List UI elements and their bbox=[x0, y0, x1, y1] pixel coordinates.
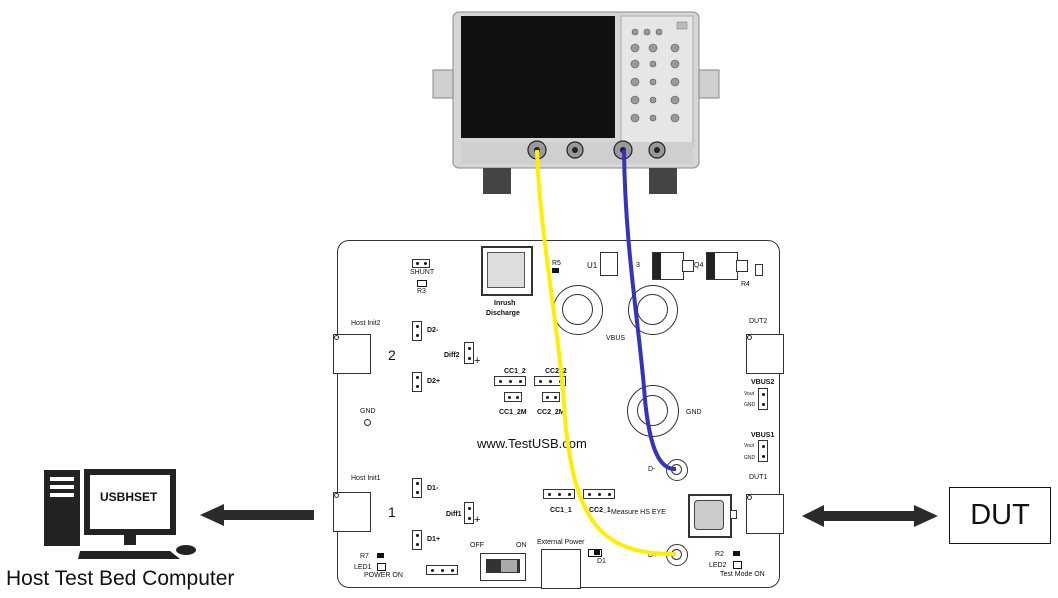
led2-label: LED2 bbox=[709, 562, 727, 569]
oscilloscope bbox=[432, 11, 720, 194]
cc1-2m-header bbox=[504, 392, 522, 402]
q4-label: Q4 bbox=[694, 262, 704, 269]
host-init2-connector bbox=[333, 334, 371, 374]
dminus-label: D- bbox=[648, 466, 656, 473]
cc1-2-label: CC1_2 bbox=[504, 368, 526, 375]
host-computer-icon bbox=[44, 469, 196, 559]
host-init2-label: Host Init2 bbox=[351, 320, 381, 327]
discharge-label: Discharge bbox=[486, 310, 520, 317]
u1-label: U1 bbox=[587, 261, 598, 270]
off-label: OFF bbox=[470, 542, 484, 549]
shunt-header bbox=[412, 259, 430, 268]
dut1-connector bbox=[746, 494, 784, 534]
diff1-header bbox=[464, 502, 474, 524]
inrush-label: Inrush bbox=[494, 300, 516, 307]
r4-label: R4 bbox=[741, 281, 750, 288]
vbus2-gnd: GND bbox=[744, 402, 756, 408]
host-arrow bbox=[200, 504, 314, 526]
inrush-button bbox=[481, 246, 533, 296]
d1-label: D1 bbox=[597, 558, 606, 565]
gnd-test-point bbox=[627, 385, 679, 437]
d1-minus-header bbox=[412, 478, 422, 498]
r7-label: R7 bbox=[360, 553, 369, 560]
on-label: ON bbox=[516, 542, 527, 549]
diff2-plus: + bbox=[474, 355, 481, 367]
d1m-label: D1- bbox=[427, 485, 439, 492]
dut2-connector bbox=[746, 334, 784, 374]
cc1-2-header bbox=[494, 376, 526, 386]
cc2-1-label: CC2_1 bbox=[589, 507, 611, 514]
dplus-label: D+ bbox=[648, 552, 658, 559]
cc2-2m-label: CC2_2M bbox=[537, 409, 565, 416]
diff2-header bbox=[464, 342, 474, 364]
host-init1-connector bbox=[333, 492, 371, 532]
blue-probe-cable bbox=[622, 149, 677, 471]
cc2-2-label: CC2_2 bbox=[545, 368, 567, 375]
d2m-label: D2- bbox=[427, 327, 439, 334]
host-computer-caption: Host Test Bed Computer bbox=[6, 567, 235, 590]
diff1-plus: + bbox=[474, 514, 481, 526]
vbus-label: VBUS bbox=[606, 335, 626, 342]
d2p-label: D2+ bbox=[427, 378, 441, 385]
dut1-label: DUT1 bbox=[749, 474, 768, 481]
dut2-label: DUT2 bbox=[749, 318, 768, 325]
cc1-2m-label: CC1_2M bbox=[499, 409, 527, 416]
d1-plus-header bbox=[412, 530, 422, 550]
d2-plus-header bbox=[412, 372, 422, 392]
computer-screen-text: USBHSET bbox=[100, 490, 158, 504]
dut-label: DUT bbox=[970, 499, 1030, 531]
u1b-label: 3 bbox=[636, 262, 640, 269]
cc1-1-header bbox=[543, 489, 575, 499]
cc2-1-header bbox=[583, 489, 615, 499]
gnd-label: GND bbox=[686, 409, 702, 416]
led1-label: LED1 bbox=[354, 564, 372, 571]
vbus2-header bbox=[758, 388, 768, 410]
r3-label: R3 bbox=[417, 288, 426, 295]
external-power-jack bbox=[541, 549, 581, 589]
yellow-probe-cable bbox=[535, 149, 677, 557]
num-1-label: 1 bbox=[388, 504, 396, 520]
cc1-1-label: CC1_1 bbox=[550, 507, 572, 514]
dut-box: DUT bbox=[949, 487, 1051, 544]
r2-label: R2 bbox=[715, 551, 724, 558]
num-2-label: 2 bbox=[388, 347, 396, 363]
test-mode-label: Test Mode ON bbox=[720, 571, 765, 578]
ext-power-label: External Power bbox=[537, 539, 585, 546]
power-on-label: POWER ON bbox=[364, 572, 403, 579]
q-transistor-1 bbox=[652, 252, 684, 280]
diff2-label: Diff2 bbox=[444, 352, 460, 359]
vbus1-vout: Vout bbox=[744, 443, 755, 449]
vbus2-label: VBUS2 bbox=[751, 379, 775, 386]
d-minus-probe-point bbox=[666, 459, 688, 481]
website-label: www.TestUSB.com bbox=[477, 436, 587, 451]
dut-arrow bbox=[802, 505, 938, 527]
power-switch bbox=[480, 553, 526, 581]
measure-label: Measure HS EYE bbox=[611, 509, 666, 516]
bottom-header bbox=[426, 565, 458, 575]
cc2-2m-header bbox=[542, 392, 560, 402]
d1p-label: D1+ bbox=[427, 536, 441, 543]
vbus2-vout: Vout bbox=[744, 391, 755, 397]
vbus1-header bbox=[758, 440, 768, 462]
u1-chip bbox=[600, 252, 618, 276]
host-init1-label: Host Init1 bbox=[351, 475, 381, 482]
test-mode-button bbox=[688, 494, 732, 538]
shunt-label: SHUNT bbox=[410, 269, 435, 276]
gnd-left-label: GND bbox=[360, 408, 376, 415]
d2-minus-header bbox=[412, 321, 422, 341]
vbus1-gnd: GND bbox=[744, 455, 756, 461]
vbus1-label: VBUS1 bbox=[751, 432, 775, 439]
diff1-label: Diff1 bbox=[446, 511, 462, 518]
r5-label: R5 bbox=[552, 260, 561, 267]
